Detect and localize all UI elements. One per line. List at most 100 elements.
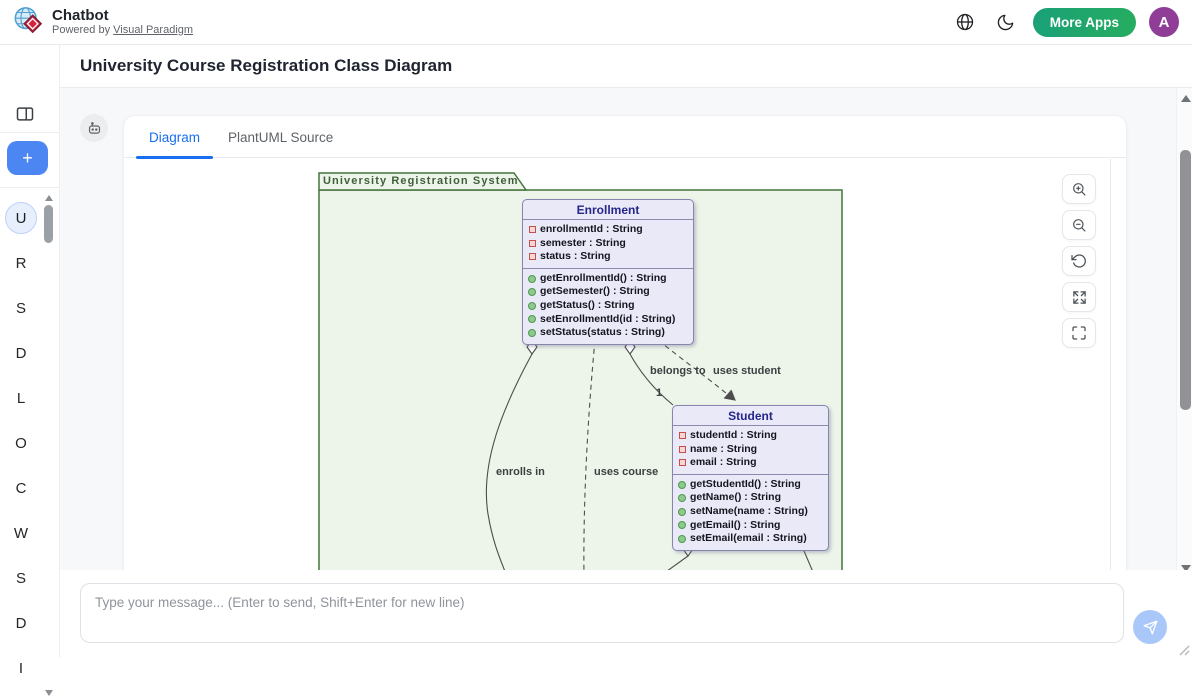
page-heading-bar: University Course Registration Class Dia… — [60, 45, 1192, 88]
edge-label-belongs-to: belongs to — [650, 365, 706, 377]
sidebar-item-0[interactable]: U — [5, 202, 37, 234]
attribute-icon — [529, 253, 536, 261]
method-row: getStatus() : String — [528, 299, 688, 313]
expand-icon — [1072, 290, 1086, 304]
page-title: University Course Registration Class Dia… — [80, 56, 453, 75]
class-attributes: enrollmentId : String semester : String … — [523, 220, 693, 268]
globe-icon — [956, 13, 973, 31]
powered-by-link[interactable]: Visual Paradigm — [113, 24, 194, 36]
zoom-in-icon — [1073, 183, 1086, 196]
sidebar-scroll-up-arrow[interactable] — [45, 195, 53, 201]
scroll-up-arrow[interactable] — [1181, 95, 1191, 102]
expand-button[interactable] — [1062, 282, 1096, 312]
zoom-out-button[interactable] — [1062, 210, 1096, 240]
class-methods: getStudentId() : String getName() : Stri… — [673, 473, 828, 550]
edge-label-uses-course: uses course — [594, 466, 659, 478]
method-row: setEmail(email : String) — [678, 532, 823, 546]
sidebar-item-9[interactable]: D — [15, 614, 27, 632]
class-attributes: studentId : String name : String email :… — [673, 426, 828, 474]
method-text: getStudentId() : String — [690, 477, 801, 490]
attribute-icon — [679, 432, 686, 440]
scroll-down-arrow[interactable] — [1181, 565, 1191, 572]
edge-uses-student — [657, 339, 734, 400]
zoom-in-button[interactable] — [1062, 174, 1096, 204]
edge-label-uses-student: uses student — [713, 365, 781, 377]
sidebar-item-2[interactable]: S — [15, 299, 26, 317]
user-avatar[interactable]: A — [1149, 7, 1179, 37]
attribute-text: studentId : String — [690, 429, 777, 441]
scrollbar-thumb[interactable] — [1180, 150, 1191, 410]
method-icon — [528, 301, 536, 310]
tab-diagram[interactable]: Diagram — [135, 116, 214, 158]
uml-class-enrollment[interactable]: Enrollment enrollmentId : String semeste… — [522, 199, 694, 345]
method-row: setName(name : String) — [678, 505, 823, 519]
method-icon — [678, 494, 686, 503]
diagram-card: Diagram PlantUML Source — [123, 115, 1127, 570]
uses-student-arrowhead — [723, 389, 736, 401]
edge-label-enrolls-in: enrolls in — [496, 466, 545, 478]
method-icon — [678, 534, 686, 543]
app-title: Chatbot — [52, 7, 109, 24]
sidebar-toggle-button[interactable] — [12, 101, 38, 127]
attribute-row: email : String — [678, 456, 823, 470]
tab-plantuml-source[interactable]: PlantUML Source — [214, 116, 347, 158]
method-text: getSemester() : String — [540, 285, 650, 298]
attribute-text: enrollmentId : String — [540, 223, 643, 235]
diagram-viewport[interactable]: University Registration System Enrollmen… — [136, 159, 1111, 570]
attribute-row: semester : String — [528, 237, 688, 251]
sidebar-scrollbar-thumb[interactable] — [44, 205, 53, 243]
uml-class-student[interactable]: Student studentId : String name : String… — [672, 405, 829, 551]
header-actions: More Apps A — [951, 7, 1192, 37]
method-row: setEnrollmentId(id : String) — [528, 313, 688, 327]
sidebar-divider — [0, 187, 59, 188]
tab-bar: Diagram PlantUML Source — [124, 116, 1126, 158]
class-name: Enrollment — [523, 200, 693, 220]
method-row: getEmail() : String — [678, 519, 823, 533]
method-text: setEnrollmentId(id : String) — [540, 312, 676, 325]
chat-area: Diagram PlantUML Source — [60, 88, 1192, 570]
sidebar-scroll-down-arrow[interactable] — [45, 690, 53, 696]
reset-view-button[interactable] — [1062, 246, 1096, 276]
send-button[interactable] — [1133, 610, 1167, 644]
sidebar-divider — [0, 132, 59, 133]
method-icon — [678, 507, 686, 516]
moon-icon — [997, 14, 1014, 30]
language-globe-button[interactable] — [951, 8, 979, 36]
more-apps-button[interactable]: More Apps — [1032, 7, 1136, 37]
sidebar-item-10[interactable]: I — [18, 659, 24, 677]
bot-avatar — [80, 114, 108, 142]
sidebar-item-5[interactable]: O — [15, 434, 27, 452]
fullscreen-button[interactable] — [1062, 318, 1096, 348]
sidebar-item-6[interactable]: C — [15, 479, 27, 497]
panel-toggle-icon — [16, 107, 34, 121]
method-row: getName() : String — [678, 491, 823, 505]
attribute-row: status : String — [528, 250, 688, 264]
message-input[interactable] — [80, 583, 1124, 643]
sidebar-item-4[interactable]: L — [16, 389, 26, 407]
chat-scrollbar[interactable] — [1176, 88, 1192, 572]
package-title: University Registration System — [323, 175, 519, 187]
edge-below-student-left — [667, 555, 689, 570]
sidebar-item-1[interactable]: R — [15, 254, 27, 272]
dark-mode-button[interactable] — [992, 8, 1020, 36]
sidebar-item-8[interactable]: S — [15, 569, 26, 587]
method-row: setStatus(status : String) — [528, 326, 688, 340]
method-text: setName(name : String) — [690, 504, 808, 517]
send-icon — [1142, 619, 1158, 635]
sidebar-item-3[interactable]: D — [15, 344, 27, 362]
method-text: setStatus(status : String) — [540, 326, 665, 339]
app-root: { "header": { "app_title": "Chatbot", "p… — [0, 6, 1192, 696]
sidebar: + U R S D L O C W S D I — [0, 45, 60, 696]
resize-grip[interactable] — [1176, 642, 1190, 656]
multiplicity-label: 1 — [656, 387, 663, 399]
sidebar-item-7[interactable]: W — [13, 524, 29, 542]
method-icon — [528, 315, 536, 324]
new-chat-button[interactable]: + — [7, 141, 48, 175]
diagram-controls — [1062, 174, 1096, 348]
edge-enrolls-in — [485, 353, 533, 570]
fullscreen-icon — [1072, 326, 1086, 340]
method-icon — [528, 288, 536, 297]
edge-uses-course — [583, 339, 596, 570]
edge-belongs-to — [629, 353, 674, 406]
robot-icon — [88, 121, 100, 134]
